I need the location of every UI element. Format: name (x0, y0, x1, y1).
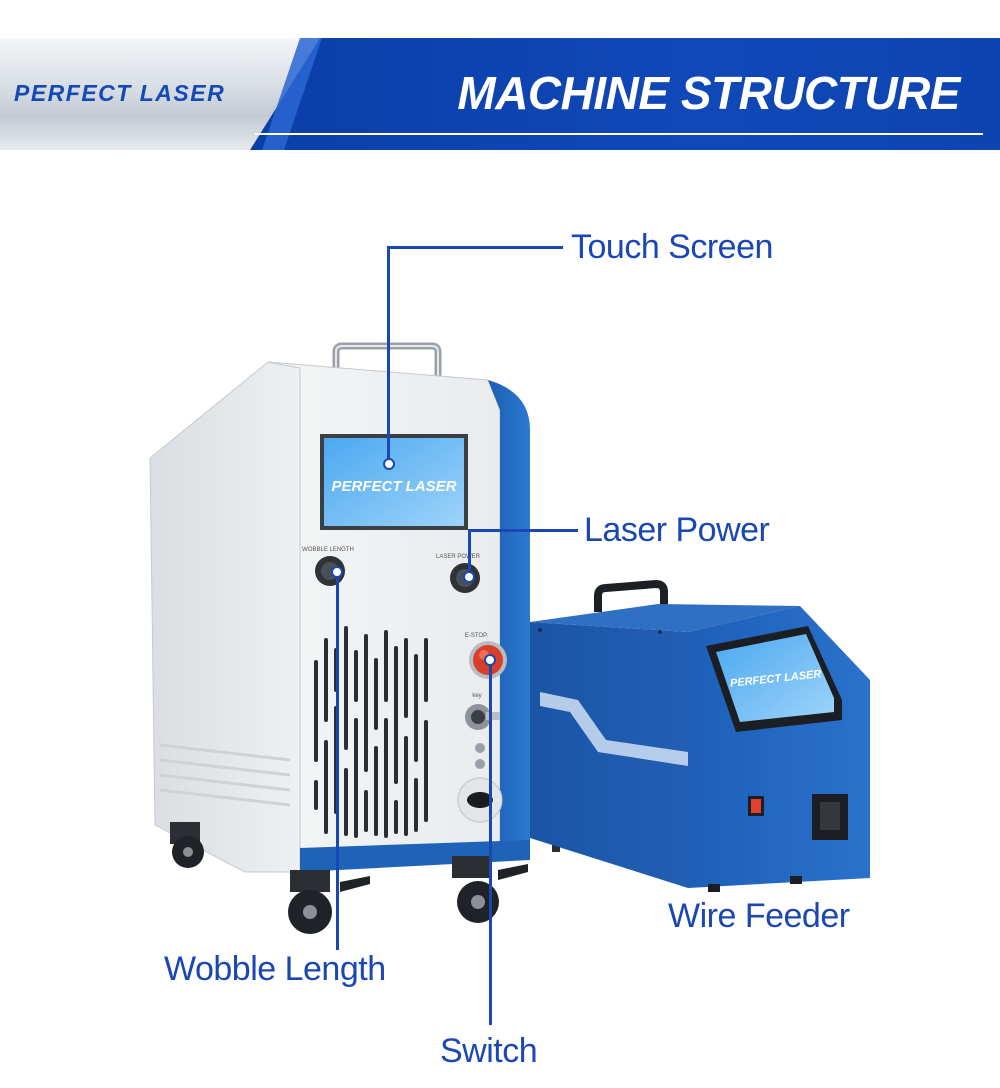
wobble-length-marker (331, 566, 343, 578)
header-underline (255, 133, 983, 135)
touch-screen-marker (383, 458, 395, 470)
front-vents (314, 626, 428, 838)
cabinet-base-stripe (300, 840, 530, 872)
switch-marker (484, 654, 496, 666)
touch-screen-label: Touch Screen (571, 228, 773, 266)
output-connector (457, 777, 503, 823)
knob-left-caption: WOBBLE LENGTH (302, 547, 354, 553)
switch-leader (489, 660, 492, 1025)
knob-right-caption: LASER POWER (436, 554, 481, 560)
key-switch (465, 704, 500, 730)
touch-screen-leader-h (387, 246, 563, 249)
switch-label: Switch (440, 1032, 538, 1070)
header-banner: PERFECT LASER MACHINE STRUCTURE (0, 0, 1000, 150)
wire-feeder-label: Wire Feeder (668, 897, 850, 935)
brand-logo: PERFECT LASER (14, 80, 226, 106)
wobble-length-label: Wobble Length (164, 950, 386, 988)
laser-power-label: Laser Power (584, 511, 770, 549)
side-vents (159, 743, 291, 807)
small-buttons (475, 743, 485, 769)
touch-screen (320, 434, 468, 530)
laser-power-leader-h (468, 529, 578, 532)
touch-screen-leader-v (387, 246, 390, 461)
header-blue-panel (250, 38, 1000, 150)
cabinet-blue-panel (488, 380, 530, 848)
laser-power-marker (463, 571, 475, 583)
laser-power-leader-v (468, 529, 471, 577)
wobble-length-leader (336, 572, 339, 950)
key-caption: key (472, 693, 481, 699)
estop-caption: E-STOP (465, 633, 487, 639)
page-title: MACHINE STRUCTURE (457, 67, 960, 119)
casters (170, 822, 560, 934)
cabinet-side (149, 361, 301, 873)
touch-screen-logo: PERFECT LASER (331, 478, 456, 495)
wire-feeder: PERFECT LASER (530, 579, 870, 892)
